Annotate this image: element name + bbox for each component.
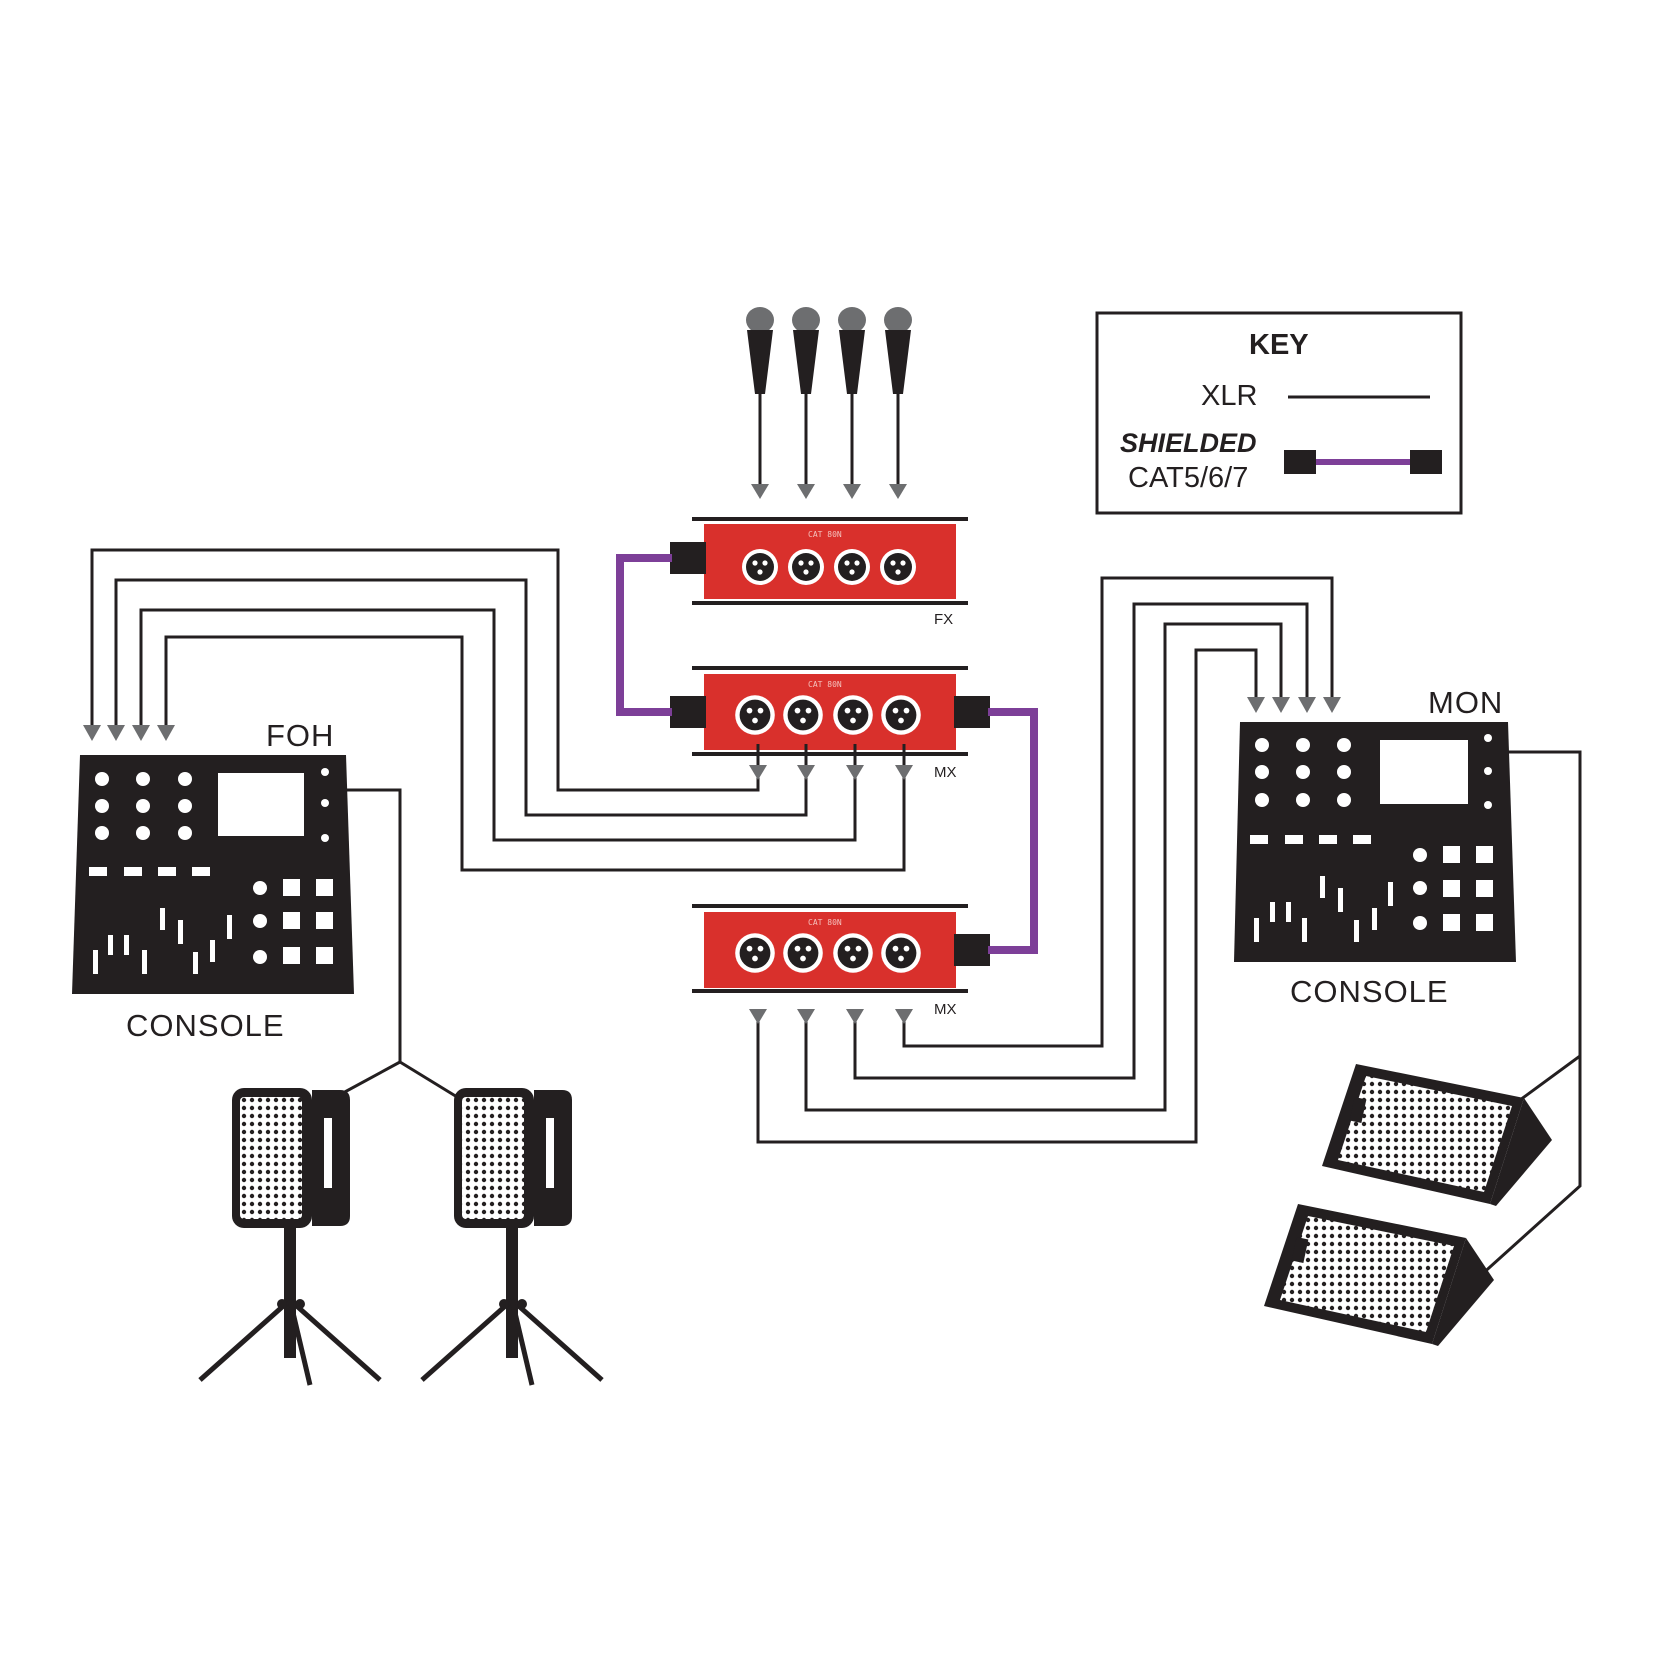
mon-label: MON bbox=[1428, 685, 1503, 720]
xlr-jack-icon bbox=[783, 933, 823, 973]
mx-bottom-label: MX bbox=[934, 1001, 957, 1018]
xlr-jack-icon bbox=[735, 933, 775, 973]
foh-label: FOH bbox=[266, 718, 334, 753]
key-title: KEY bbox=[1249, 329, 1309, 361]
cat-cables bbox=[616, 554, 1038, 954]
console-left-label: CONSOLE bbox=[126, 1008, 285, 1043]
box-model-text: CAT 80N bbox=[808, 680, 842, 689]
microphone-icon bbox=[746, 307, 774, 394]
pa-speaker-icon bbox=[420, 1088, 604, 1386]
key-cat-cable-sample bbox=[1284, 450, 1442, 474]
xlr-jack-icon bbox=[735, 695, 775, 735]
microphone-icon bbox=[884, 307, 912, 394]
xlr-jack-icon bbox=[783, 695, 823, 735]
legend-key: KEY XLR SHIELDED CAT5/6/7 bbox=[1095, 311, 1463, 515]
xlr-jack-icon bbox=[881, 695, 921, 735]
key-cat-label: CAT5/6/7 bbox=[1128, 462, 1248, 494]
mon-output-cables bbox=[1478, 750, 1582, 1278]
xlr-jack-icon bbox=[881, 933, 921, 973]
mx-snake-box-top: CAT 80N bbox=[670, 666, 990, 756]
xlr-jack-icon bbox=[834, 549, 870, 585]
xlr-cables-foh bbox=[90, 548, 906, 872]
microphone-icon bbox=[792, 307, 820, 394]
pa-speaker-icon bbox=[198, 1088, 382, 1386]
stage-monitor-icon bbox=[1264, 1204, 1494, 1346]
microphones bbox=[746, 307, 912, 499]
console-right-label: CONSOLE bbox=[1290, 974, 1449, 1009]
key-shielded-label: SHIELDED bbox=[1120, 428, 1257, 458]
stage-monitor-icon bbox=[1322, 1064, 1552, 1206]
microphone-icon bbox=[838, 307, 866, 394]
rj45-plug-icon bbox=[954, 696, 990, 728]
rj45-plug-icon bbox=[954, 934, 990, 966]
key-xlr-label: XLR bbox=[1201, 380, 1257, 412]
xlr-jack-icon bbox=[788, 549, 824, 585]
fx-label: FX bbox=[934, 611, 953, 628]
xlr-jack-icon bbox=[880, 549, 916, 585]
rj45-plug-icon bbox=[670, 542, 706, 574]
mx-snake-box-bottom: CAT 80N bbox=[692, 904, 990, 993]
mx-top-label: MX bbox=[934, 764, 957, 781]
fx-snake-box: CAT 80N bbox=[670, 517, 968, 605]
xlr-jack-icon bbox=[833, 933, 873, 973]
xlr-cables-mon bbox=[756, 576, 1334, 1144]
rj45-plug-icon bbox=[670, 696, 706, 728]
xlr-jack-icon bbox=[833, 695, 873, 735]
mixing-console-icon bbox=[1234, 722, 1516, 962]
mixing-console-icon bbox=[72, 755, 354, 994]
box-model-text: CAT 80N bbox=[808, 918, 842, 927]
box-model-text: CAT 80N bbox=[808, 530, 842, 539]
xlr-jack-icon bbox=[742, 549, 778, 585]
